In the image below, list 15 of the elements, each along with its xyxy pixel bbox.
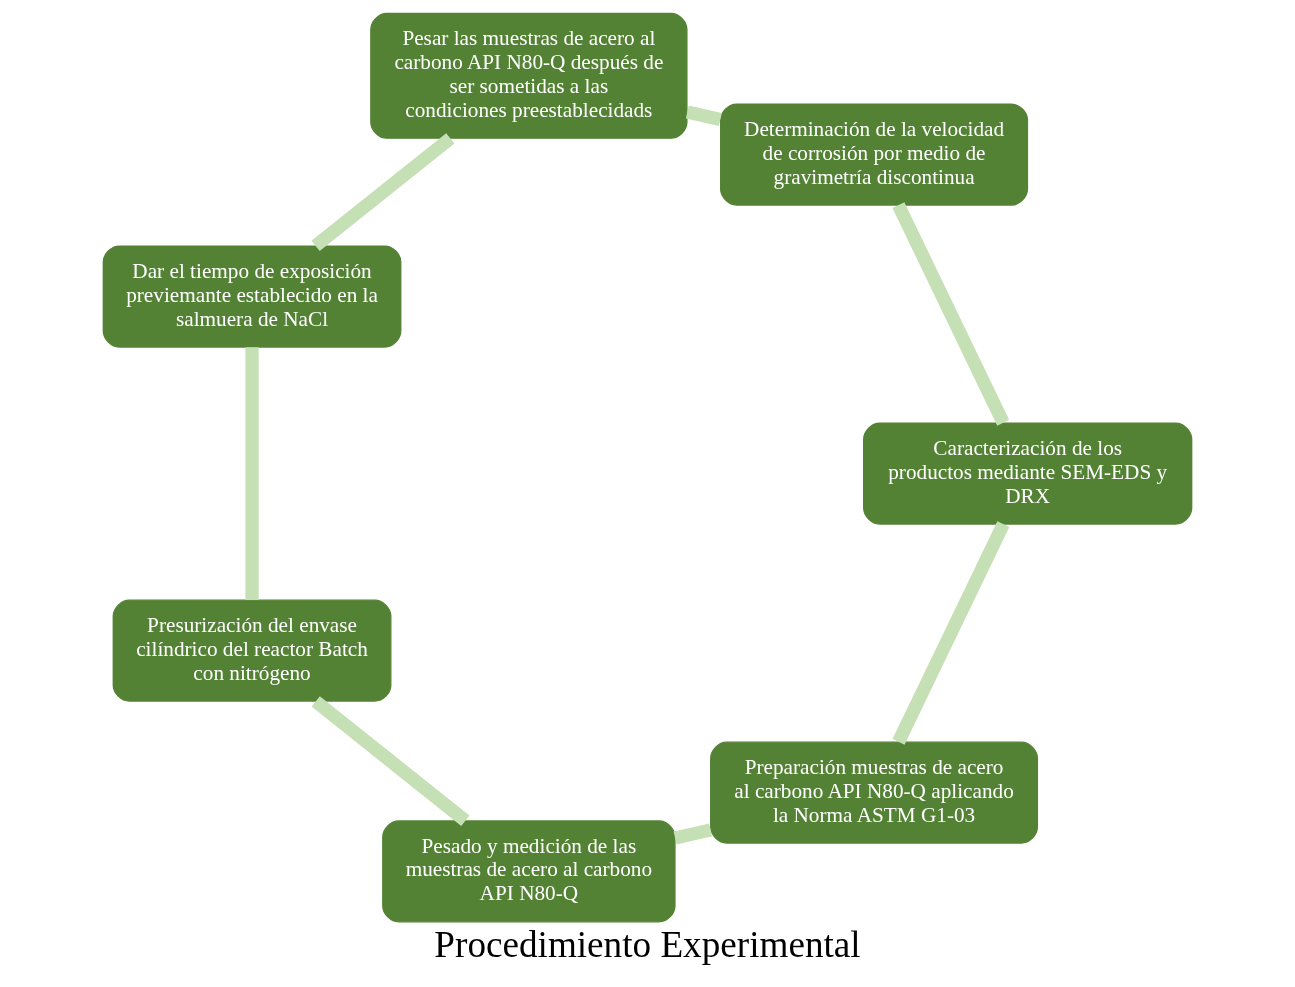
diagram-title: Procedimiento Experimental xyxy=(434,923,861,965)
connector xyxy=(245,347,259,600)
node-box: Preparación muestras de acero al carbono API N80-Q aplicando la Norma ASTM G1-03 xyxy=(710,741,1039,844)
node-box: Caracterización de los productos mediante SEM-EDS y DRX xyxy=(863,422,1193,525)
node-box: Determinación de la velocidad de corrosión por medio de gravimetría discontinua xyxy=(720,103,1029,206)
node-box: Dar el tiempo de exposición previemante establecido en la salmuera de NaCl xyxy=(102,245,402,348)
connector xyxy=(892,202,1010,426)
node-box: Pesado y medición de las muestras de acero al carbono API N80-Q xyxy=(382,820,676,923)
connector xyxy=(892,521,1010,745)
connector xyxy=(685,105,722,126)
connector xyxy=(311,133,455,252)
node-box: Presurización del envase cilíndrico del reactor Batch con nitrógeno xyxy=(112,599,392,702)
connector xyxy=(673,823,713,845)
connector xyxy=(311,696,470,826)
node-box: Pesar las muestras de acero al carbono API N80-Q después de ser sometidas a las condiciones preestablecidads xyxy=(370,12,688,139)
